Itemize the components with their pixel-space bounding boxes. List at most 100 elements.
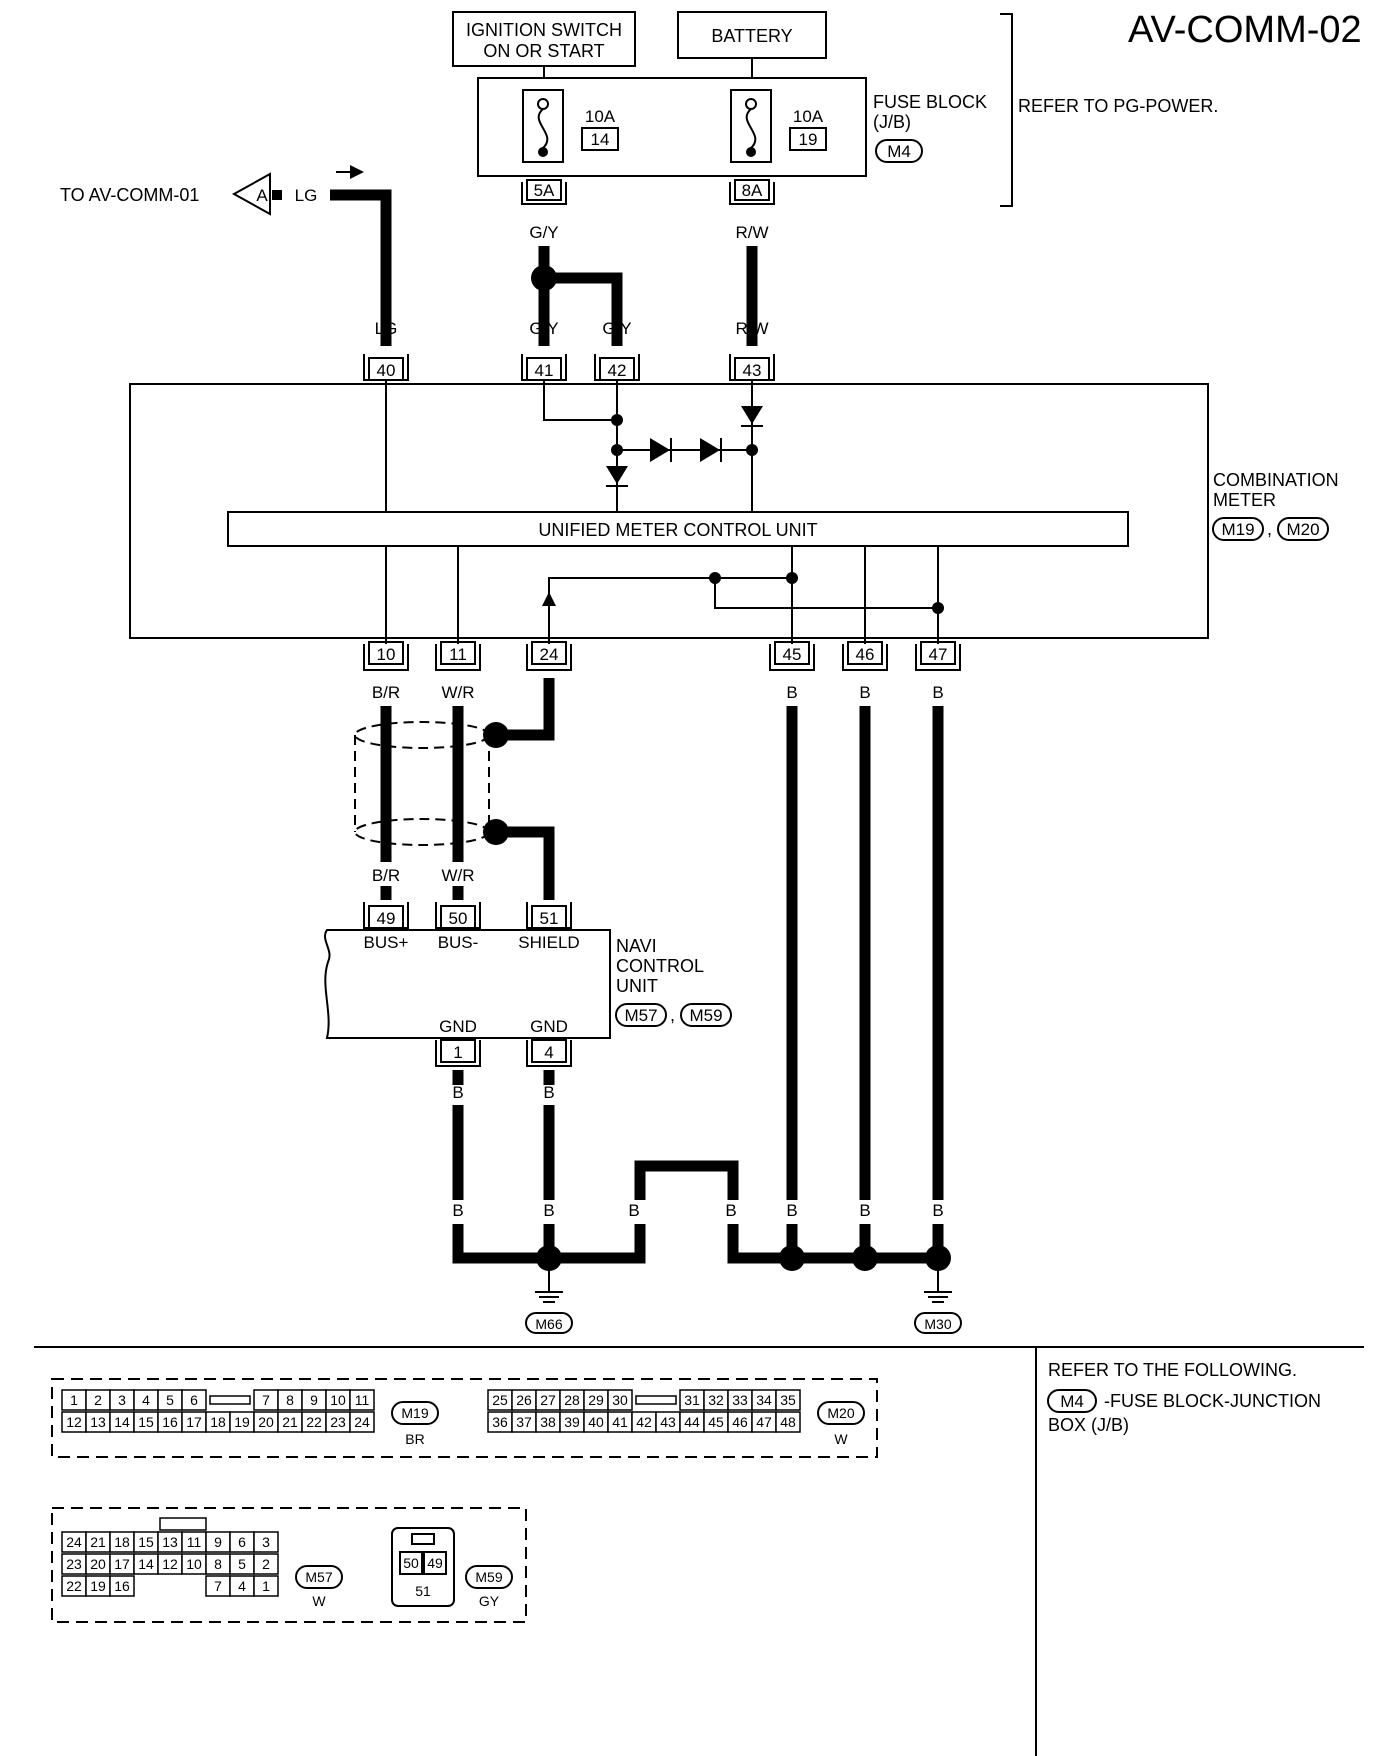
meter-pin-41: 41: [521, 354, 567, 381]
fuse-14-number: 14: [591, 130, 610, 149]
pin-5: 5: [238, 1556, 246, 1572]
svg-text:51: 51: [540, 909, 559, 928]
m20-id: M20: [827, 1405, 854, 1421]
terminal-8a: 8A: [729, 179, 775, 205]
m59-id: M59: [475, 1569, 502, 1585]
pin-13: 13: [90, 1414, 106, 1430]
svg-text:49: 49: [377, 909, 396, 928]
pin-45: 45: [708, 1414, 724, 1430]
pin-15: 15: [138, 1414, 154, 1430]
pin-29: 29: [588, 1392, 604, 1408]
pin-18: 18: [114, 1534, 130, 1550]
pin-36: 36: [492, 1414, 508, 1430]
svg-text:M66: M66: [535, 1316, 562, 1332]
navi-control-unit: 49 50 51 BUS+ BUS- SHIELD GND GND 1 4: [324, 902, 611, 1067]
svg-text:10: 10: [377, 645, 396, 664]
meter-pin-24: 24: [526, 641, 572, 671]
pin-47: 47: [756, 1414, 772, 1430]
svg-text:24: 24: [540, 645, 559, 664]
fuse-14: 10A 14: [522, 89, 619, 163]
navi-bus-minus: BUS-: [438, 933, 479, 952]
fuse-block-label-line1: FUSE BLOCK: [873, 92, 987, 112]
fuse-block-connector: M4: [887, 142, 911, 161]
pin-37: 37: [516, 1414, 532, 1430]
battery-label: BATTERY: [711, 26, 792, 46]
pin-8: 8: [214, 1556, 222, 1572]
pin-6-cell: [181, 1389, 207, 1411]
pin-20: 20: [90, 1556, 106, 1572]
ground-m30: M30: [914, 1258, 962, 1334]
pin-21: 21: [282, 1414, 298, 1430]
battery-box: BATTERY: [677, 11, 827, 59]
ground-m66: M66: [525, 1258, 573, 1334]
wire-br-bottom: B/R: [372, 866, 400, 885]
m57-color: W: [312, 1593, 326, 1609]
m19-color: BR: [405, 1431, 424, 1447]
combination-meter: 40 41 42 43 UNIFIED METER CONTROL UNIT: [129, 354, 1209, 671]
pin-2-cell: [253, 1553, 279, 1575]
svg-text:42: 42: [608, 361, 627, 380]
wire-gy-top: G/Y: [529, 223, 558, 242]
connector-latch: [635, 1395, 677, 1405]
pin-17: 17: [114, 1556, 130, 1572]
pin-20: 20: [258, 1414, 274, 1430]
pin-23: 23: [66, 1556, 82, 1572]
pin-13: 13: [162, 1534, 178, 1550]
svg-text:41: 41: [535, 361, 554, 380]
navi-bus-plus: BUS+: [364, 933, 409, 952]
pin-7: 7: [262, 1392, 270, 1408]
pin-24-cell: [349, 1411, 375, 1433]
pin-30: 30: [612, 1392, 628, 1408]
ignition-label-line2: ON OR START: [483, 41, 604, 61]
fuse-19-number: 19: [799, 130, 818, 149]
wire-b-45: B: [786, 683, 797, 702]
svg-text:M30: M30: [924, 1316, 951, 1332]
pin-10: 10: [186, 1556, 202, 1572]
pin-6: 6: [238, 1534, 246, 1550]
svg-text:50: 50: [449, 909, 468, 928]
pin-44: 44: [684, 1414, 700, 1430]
pin-11-cell: [349, 1389, 375, 1411]
refer-following-heading: REFER TO THE FOLLOWING.: [1048, 1360, 1297, 1380]
navi-gnd-4: GND: [530, 1017, 568, 1036]
fuse-block: 10A 14 10A 19 FUSE BLOCK (J/B) M4: [477, 77, 987, 177]
fuse-19-rating: 10A: [793, 107, 824, 126]
svg-text:40: 40: [377, 361, 396, 380]
pin-35: 35: [780, 1392, 796, 1408]
wire-b-47: B: [932, 683, 943, 702]
wire-b-lower-2: B: [543, 1201, 554, 1220]
pin-34: 34: [756, 1392, 772, 1408]
offpage-text: TO AV-COMM-01: [60, 185, 199, 205]
navi-pin-49: 49: [363, 902, 409, 929]
meter-pin-45: 45: [769, 641, 815, 671]
navi-pin-51: 51: [526, 902, 572, 929]
m59-color: GY: [479, 1593, 500, 1609]
pin-16: 16: [162, 1414, 178, 1430]
meter-pin-43: 43: [729, 354, 775, 381]
svg-text:1: 1: [453, 1043, 462, 1062]
navi-label-line3: UNIT: [616, 976, 658, 996]
pin-48: 48: [780, 1414, 796, 1430]
wire-b-gnd4: B: [543, 1083, 554, 1102]
offpage-wire: LG: [295, 186, 318, 205]
meter-pin-10: 10: [363, 641, 409, 671]
m19-id: M19: [401, 1405, 428, 1421]
pin-8: 8: [286, 1392, 294, 1408]
pin-5: 5: [166, 1392, 174, 1408]
wire-br-top: B/R: [372, 683, 400, 702]
pin-3: 3: [118, 1392, 126, 1408]
pin-11: 11: [355, 1392, 370, 1408]
pin-1-cell: [253, 1575, 279, 1597]
pin-6: 6: [190, 1392, 198, 1408]
wire-rw-top: R/W: [735, 223, 768, 242]
pin-12: 12: [162, 1556, 178, 1572]
fuse-block-label-line2: (J/B): [873, 112, 911, 132]
wire-b-gnd1: B: [452, 1083, 463, 1102]
pin-21: 21: [90, 1534, 106, 1550]
pin-7: 7: [214, 1578, 222, 1594]
refer-following-line1: -FUSE BLOCK-JUNCTION: [1104, 1391, 1321, 1411]
pin-23: 23: [330, 1414, 346, 1430]
pin-3: 3: [262, 1534, 270, 1550]
pin-11: 11: [187, 1534, 202, 1550]
